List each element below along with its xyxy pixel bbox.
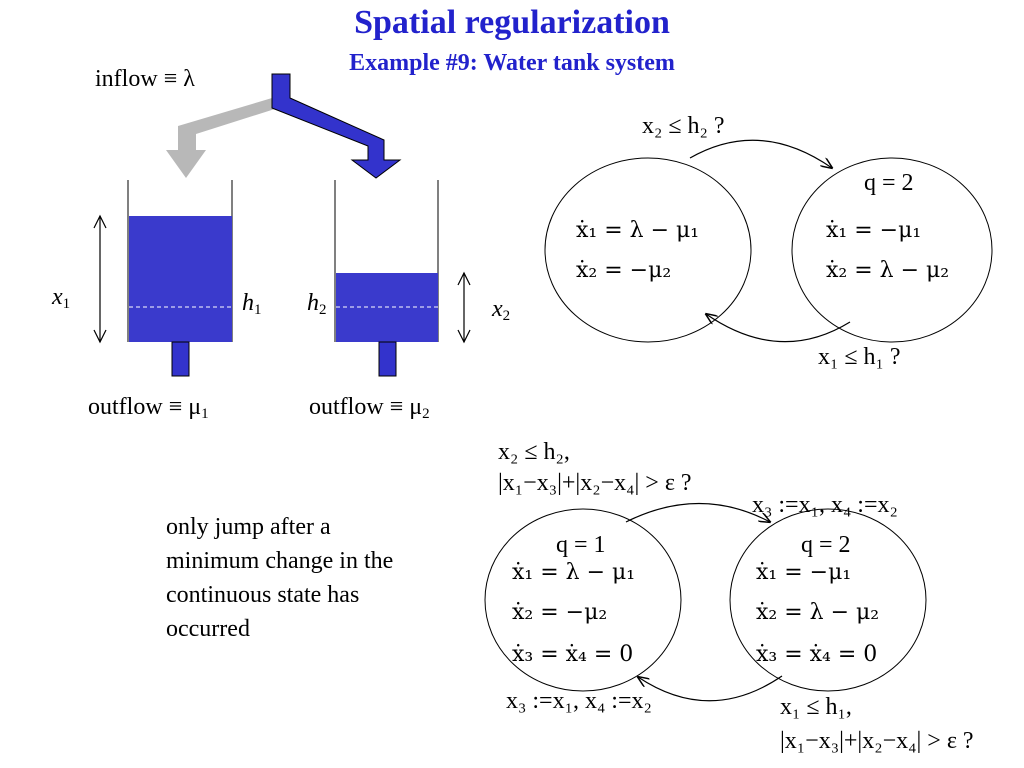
bottom-mode-1-label: q = 1 xyxy=(556,532,606,558)
slide-title: Spatial regularization xyxy=(354,4,670,41)
outflow-1-label: outflow ≡ μ1 xyxy=(88,394,209,422)
bottom-guard-2-1-line-1: x₁ ≤ h₁, xyxy=(780,694,852,720)
tank-1 xyxy=(127,180,233,377)
top-guard-1-2: x₂ ≤ h₂ ? xyxy=(642,113,725,139)
top-mode-2-eq-1: ẋ₁ = −μ₁ xyxy=(826,218,922,243)
bottom-mode-1-eq-1: ẋ₁ = λ − μ₁ xyxy=(512,560,636,585)
bottom-reset-1-2: x₃ :=x₁, x₄ :=x₂ xyxy=(752,492,898,518)
top-mode-1-node xyxy=(544,157,752,343)
bottom-mode-2-eq-3: ẋ₃ = ẋ₄ = 0 xyxy=(756,642,878,667)
explanation-note: only jump after a minimum change in the … xyxy=(166,514,394,642)
bottom-mode-2-eq-1: ẋ₁ = −μ₁ xyxy=(756,560,852,585)
h1-label: h1 xyxy=(242,290,262,318)
x2-double-arrow xyxy=(457,271,471,344)
top-mode-1-eq-2: ẋ₂ = −μ₂ xyxy=(576,258,672,283)
bottom-mode-1-eq-2: ẋ₂ = −μ₂ xyxy=(512,600,608,625)
inflow-pipe-inactive xyxy=(166,98,278,178)
x1-double-arrow xyxy=(93,214,107,344)
x2-label: x2 xyxy=(492,296,511,324)
h2-label: h2 xyxy=(307,290,327,318)
tank-1-outlet xyxy=(171,341,190,377)
bottom-transition-2-1 xyxy=(638,676,783,702)
bottom-mode-2-label: q = 2 xyxy=(801,532,851,558)
bottom-transition-1-2 xyxy=(625,503,770,523)
tank-2 xyxy=(334,180,439,377)
outflow-2-label: outflow ≡ μ2 xyxy=(309,394,430,422)
bottom-guard-2-1-line-2: |x₁−x₃|+|x₂−x₄| > ε ? xyxy=(780,728,974,754)
bottom-mode-1-eq-3: ẋ₃ = ẋ₄ = 0 xyxy=(512,642,634,667)
bottom-mode-2-node xyxy=(729,508,927,692)
top-transition-1-2 xyxy=(689,139,832,168)
bottom-mode-1-node xyxy=(484,508,682,692)
top-mode-2-node xyxy=(791,157,993,343)
x1-label: x1 xyxy=(52,284,71,312)
slide-subtitle: Example #9: Water tank system xyxy=(349,50,675,76)
bottom-guard-1-2-line-2: |x₁−x₃|+|x₂−x₄| > ε ? xyxy=(498,470,692,496)
tank-1-water xyxy=(129,216,232,342)
tank-2-outlet xyxy=(378,341,397,377)
bottom-reset-2-1: x₃ :=x₁, x₄ :=x₂ xyxy=(506,688,652,714)
inflow-pipe-active xyxy=(271,73,402,179)
top-mode-1-eq-1: ẋ₁ = λ − μ₁ xyxy=(576,218,700,243)
inflow-label: inflow ≡ λ xyxy=(95,66,195,92)
bottom-guard-1-2-line-1: x₂ ≤ h₂, xyxy=(498,439,570,465)
top-mode-2-label: q = 2 xyxy=(864,170,914,196)
top-transition-2-1 xyxy=(706,314,851,343)
top-guard-2-1: x₁ ≤ h₁ ? xyxy=(818,344,901,370)
bottom-mode-2-eq-2: ẋ₂ = λ − μ₂ xyxy=(756,600,880,625)
top-mode-2-eq-2: ẋ₂ = λ − μ₂ xyxy=(826,258,950,283)
